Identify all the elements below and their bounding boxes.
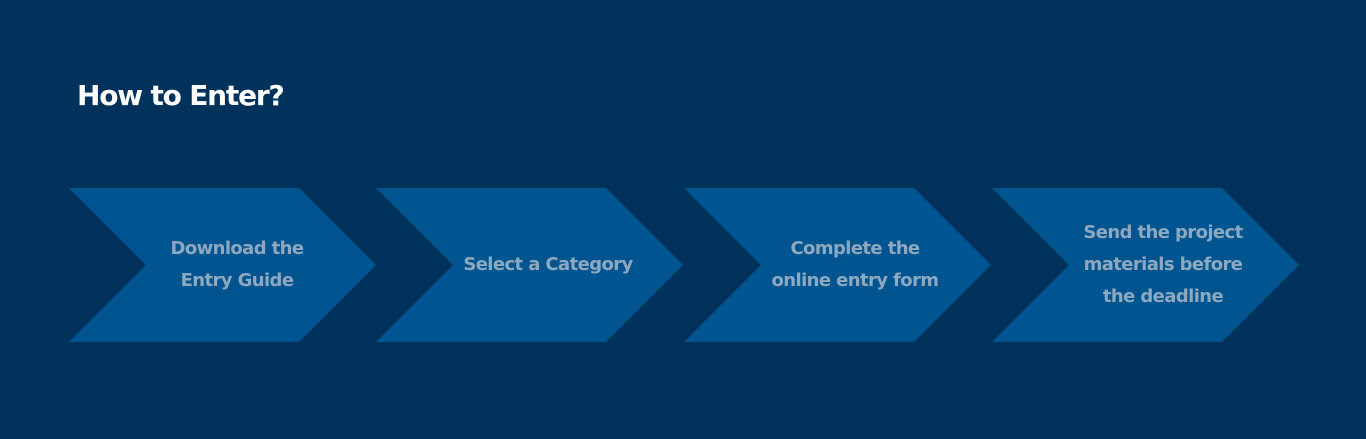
step-select-category[interactable]: Select a Category <box>376 188 683 342</box>
step-complete-entry-form[interactable]: Complete the online entry form <box>684 188 991 342</box>
step-label: Send the project materials before the de… <box>1083 222 1243 307</box>
step-label: Select a Category <box>463 254 633 275</box>
step-label: Complete the online entry form <box>771 238 940 291</box>
section-title: How to Enter? <box>77 79 285 112</box>
step-send-project-materials[interactable]: Send the project materials before the de… <box>992 188 1299 342</box>
step-label: Download the Entry Guide <box>170 238 304 291</box>
step-download-entry-guide[interactable]: Download the Entry Guide <box>69 188 376 342</box>
